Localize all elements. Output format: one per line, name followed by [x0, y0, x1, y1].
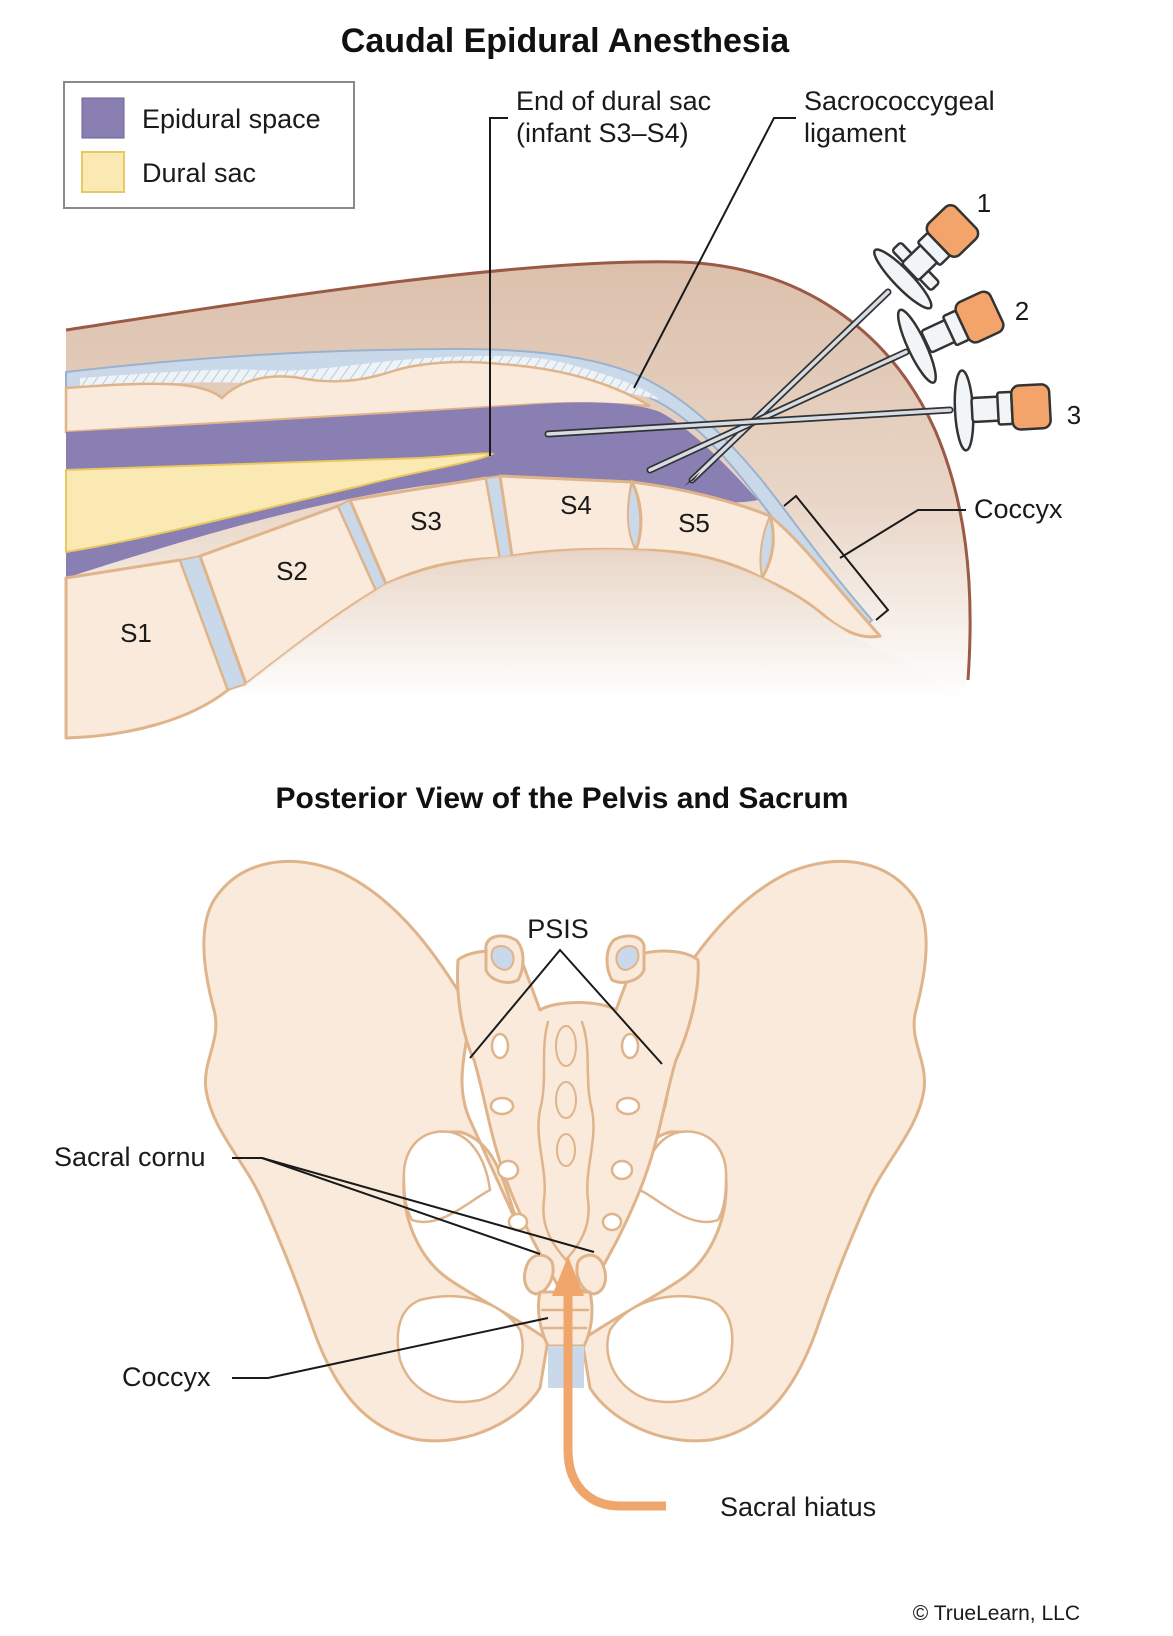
left-psis-inner — [490, 945, 515, 972]
needle-3 — [544, 369, 1052, 452]
needle-1 — [684, 204, 980, 486]
sacral-foramen-r3 — [601, 1212, 623, 1232]
dural-sac-end-label-line2: (infant S3–S4) — [516, 118, 689, 148]
sacral-hiatus-arrow — [563, 1290, 666, 1511]
coccyx-leader-posterior — [232, 1317, 549, 1379]
needle-label-2: 2 — [1015, 296, 1029, 326]
median-sacral-crest-right — [564, 1020, 595, 1262]
left-sacral-cornu — [522, 1253, 555, 1296]
legend-swatch-dural — [81, 151, 125, 193]
pelvis-illustration — [202, 860, 928, 1511]
coccyx-leader-sagittal — [839, 509, 966, 559]
coccyx-bracket — [783, 494, 890, 621]
sacral-foramen-r2 — [610, 1159, 634, 1181]
ligament-label-line2: ligament — [804, 118, 907, 148]
sacral-hiatus-label: Sacral hiatus — [720, 1492, 876, 1522]
needle-2 — [646, 290, 1005, 474]
sacral-foramen-l2 — [496, 1159, 520, 1181]
legend: Epidural space Dural sac — [63, 81, 355, 209]
right-psis-inner — [615, 945, 640, 972]
copyright: © TrueLearn, LLC — [913, 1602, 1080, 1625]
vertebra-label-s1: S1 — [120, 618, 152, 648]
coccyx-label-sagittal: Coccyx — [974, 494, 1063, 524]
sacral-foramen-l0 — [490, 1032, 510, 1060]
sacral-foramen-l3 — [507, 1212, 529, 1232]
left-sciatic-notch — [402, 1130, 492, 1224]
psis-leader — [469, 948, 663, 1065]
left-obturator-foramen — [396, 1295, 524, 1404]
needle-label-1: 1 — [977, 188, 991, 218]
ligament-leader — [633, 117, 796, 389]
ligament-label-line1: Sacrococcygeal — [804, 86, 995, 116]
sacral-hiatus-arrowhead — [552, 1256, 584, 1296]
vertebra-label-s2: S2 — [276, 556, 308, 586]
legend-label-dural: Dural sac — [142, 158, 256, 188]
crest-tubercle-2 — [555, 1081, 577, 1119]
vertebra-label-s5: S5 — [678, 508, 710, 538]
dural-sac-end-leader — [489, 117, 508, 456]
sacral-foramen-l1 — [489, 1096, 515, 1116]
psis-label: PSIS — [527, 914, 589, 944]
dural-sac-end-label-line1: End of dural sac — [516, 86, 711, 116]
sacrum — [456, 949, 700, 1292]
coccyx-bone — [760, 514, 882, 639]
main-title: Caudal Epidural Anesthesia — [341, 22, 790, 60]
legend-swatch-epidural — [81, 97, 125, 139]
epidural-space — [66, 402, 758, 578]
crest-tubercle-3 — [556, 1133, 576, 1167]
pelvic-shadow — [246, 549, 958, 700]
sacral-lamina — [64, 360, 651, 434]
sacral-foramen-r0 — [620, 1032, 640, 1060]
sacral-cornu-label: Sacral cornu — [54, 1142, 206, 1172]
sacral-cornu-leader-2 — [261, 1157, 595, 1253]
vertebra-s1-body — [64, 558, 230, 740]
needle-label-3: 3 — [1067, 400, 1081, 430]
right-sacral-cornu — [575, 1253, 608, 1296]
skin-edge — [65, 260, 972, 681]
median-sacral-crest — [537, 1020, 568, 1262]
right-obturator-foramen — [606, 1295, 734, 1404]
sacral-foramen-r1 — [615, 1096, 641, 1116]
coccyx-label-posterior: Coccyx — [122, 1362, 211, 1392]
legend-label-epidural: Epidural space — [142, 104, 321, 134]
dural-sac — [65, 452, 496, 554]
posterior-title: Posterior View of the Pelvis and Sacrum — [276, 782, 849, 815]
vertebra-label-s4: S4 — [560, 490, 592, 520]
vertebra-label-s3: S3 — [410, 506, 442, 536]
crest-tubercle-1 — [555, 1025, 577, 1067]
sagittal-section: S1 S2 S3 S4 S5 — [64, 260, 972, 740]
